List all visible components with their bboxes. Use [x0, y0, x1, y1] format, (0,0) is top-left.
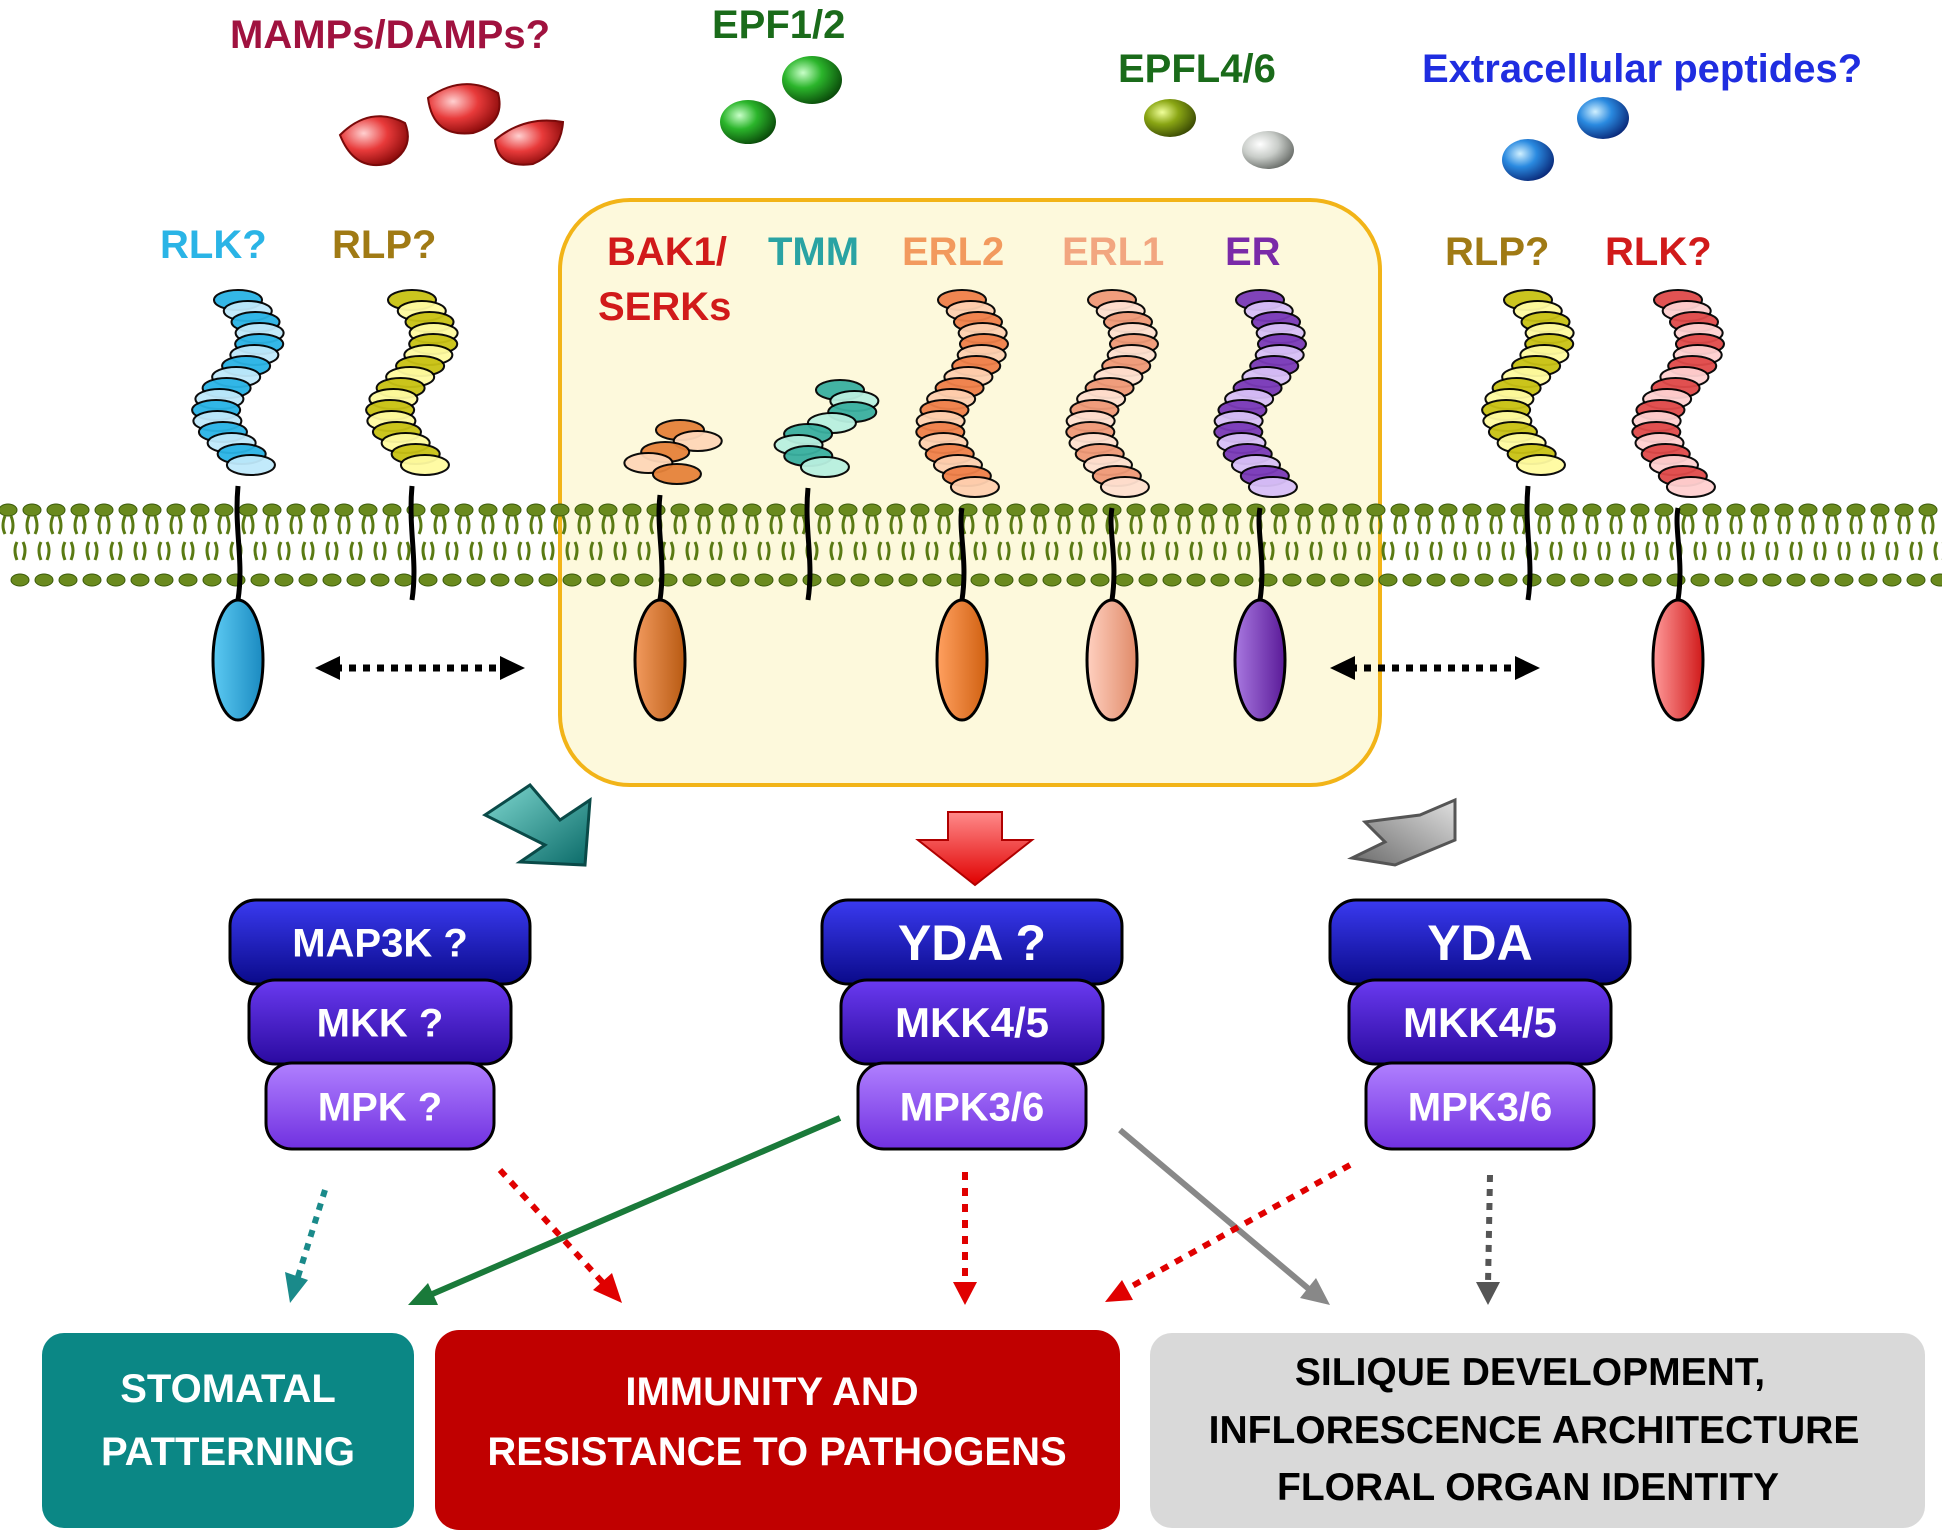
right-map3k-label: YDA	[1427, 915, 1533, 971]
middle-map3k-label: YDA ?	[898, 915, 1046, 971]
red-block-arrow	[915, 811, 1035, 887]
right-mpk-label: MPK3/6	[1408, 1085, 1553, 1129]
middle-mpk-label: MPK3/6	[900, 1085, 1045, 1129]
rlk-left-receptor	[191, 289, 285, 722]
serks-label: SERKs	[598, 285, 731, 329]
epf12-ligands	[720, 56, 842, 144]
bak1-receptor	[623, 419, 723, 722]
rlk-left-label: RLK?	[160, 223, 267, 267]
epfl46-label: EPFL4/6	[1118, 47, 1276, 91]
right-map3k-box: YDA	[1328, 898, 1632, 986]
immunity-box	[435, 1330, 1120, 1530]
stomatal-text-line1: STOMATAL	[120, 1367, 336, 1411]
right-mkk-box: MKK4/5	[1347, 978, 1613, 1066]
epf12-label: EPF1/2	[712, 3, 845, 47]
silique-text-line3: FLORAL ORGAN IDENTITY	[1277, 1466, 1779, 1509]
dotted-double-arrow-left	[315, 656, 525, 680]
left-mkk-box: MKK ?	[247, 978, 513, 1066]
epfl46-ligands	[1144, 99, 1294, 169]
middle-map3k-box: YDA ?	[820, 898, 1124, 986]
plasma-membrane	[0, 503, 1942, 587]
mamps-damps-label: MAMPs/DAMPs?	[230, 13, 550, 57]
left-map3k-label: MAP3K ?	[292, 921, 468, 965]
immunity-text-line2: RESISTANCE TO PATHOGENS	[487, 1430, 1066, 1474]
mamps-damps-ligands	[338, 83, 565, 167]
silique-text-line1: SILIQUE DEVELOPMENT,	[1295, 1351, 1765, 1394]
stomatal-text-line2: PATTERNING	[101, 1430, 355, 1474]
tmm-receptor	[773, 379, 880, 601]
dotted-double-arrow-right	[1330, 656, 1540, 680]
right-mkk-label: MKK4/5	[1403, 999, 1557, 1046]
grey-block-arrow	[1347, 797, 1457, 867]
middle-mkk-label: MKK4/5	[895, 999, 1049, 1046]
middle-mkk-box: MKK4/5	[839, 978, 1105, 1066]
left-map3k-box: MAP3K ?	[228, 898, 532, 986]
erl1-receptor	[1065, 289, 1159, 722]
silique-development-box	[1150, 1333, 1925, 1528]
extracellular-peptide-ligands	[1502, 97, 1629, 181]
erl2-receptor	[915, 289, 1009, 722]
erl2-label: ERL2	[902, 230, 1004, 274]
rlk-right-receptor	[1631, 289, 1725, 722]
extracellular-peptides-label: Extracellular peptides?	[1422, 47, 1862, 91]
rlp-left-label: RLP?	[332, 223, 436, 267]
rlp-right-receptor	[1481, 289, 1575, 601]
rlp-right-label: RLP?	[1445, 230, 1549, 274]
right-mpk-box: MPK3/6	[1364, 1061, 1596, 1151]
immunity-text-line1: IMMUNITY AND	[625, 1370, 918, 1414]
er-receptor	[1213, 289, 1307, 722]
rlp-left-receptor	[365, 289, 459, 601]
left-mpk-box: MPK ?	[264, 1061, 496, 1151]
silique-text-line2: INFLORESCENCE ARCHITECTURE	[1209, 1409, 1860, 1452]
erl1-label: ERL1	[1062, 230, 1164, 274]
teal-block-arrow	[482, 783, 592, 867]
receptors	[191, 289, 1725, 722]
left-mpk-label: MPK ?	[318, 1085, 442, 1129]
er-label: ER	[1225, 230, 1281, 274]
rlk-right-label: RLK?	[1605, 230, 1712, 274]
downstream-arrows	[285, 1115, 1500, 1305]
bak1-label: BAK1/	[607, 230, 727, 274]
tmm-label: TMM	[768, 230, 859, 274]
middle-mpk-box: MPK3/6	[856, 1061, 1088, 1151]
left-mkk-label: MKK ?	[317, 1001, 444, 1045]
stomatal-patterning-box	[42, 1333, 414, 1528]
